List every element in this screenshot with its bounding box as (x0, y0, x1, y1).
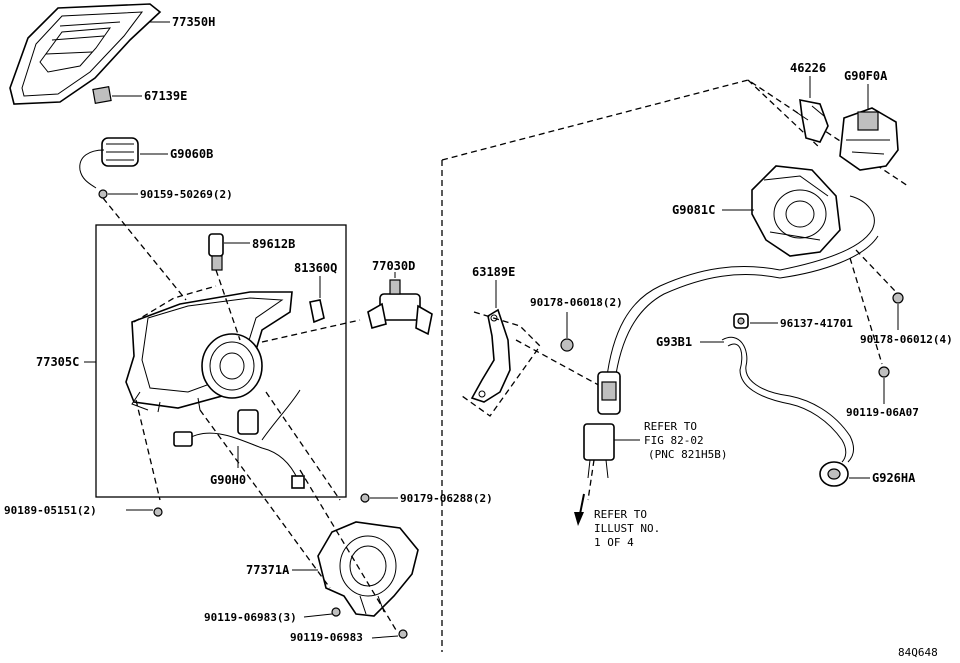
dashed-boundary (441, 79, 909, 187)
callout-90178-06012: 90178-06012(4) (860, 333, 953, 346)
clip-part (795, 98, 829, 143)
assembly-box (95, 224, 347, 498)
dashed-guide (215, 269, 241, 341)
screw-part (331, 607, 341, 617)
callout-90159-50269: 90159-50269(2) (140, 188, 233, 201)
dashed-guide (587, 459, 595, 501)
bracket-part (470, 308, 511, 403)
refer-fig-note-line2: FIG 82-02 (644, 434, 704, 447)
refer-illust-note-line3: 1 OF 4 (594, 536, 634, 549)
motor-unit-part (751, 165, 841, 257)
nut-part (892, 292, 904, 304)
callout-G926HA: G926HA (872, 471, 916, 485)
diagram-id: 84Q648 (898, 646, 938, 659)
dashed-guide (261, 319, 361, 343)
callout-G9081C: G9081C (672, 203, 715, 217)
dashed-guide (461, 311, 541, 417)
callout-G93B1: G93B1 (656, 335, 692, 349)
dashed-guide (265, 391, 341, 501)
callout-90119-06983: 90119-06983 (290, 631, 363, 644)
connector-part (79, 137, 139, 189)
callout-90178-06018: 90178-06018(2) (530, 296, 623, 309)
dashed-guide (849, 257, 883, 365)
dashed-guide (133, 285, 217, 501)
nut-part (560, 338, 574, 352)
actuator-part (839, 107, 899, 171)
nut-part (360, 493, 370, 503)
refer-connector-part (583, 423, 615, 479)
wire-harness-part (173, 389, 305, 489)
clip-part (309, 299, 325, 324)
clamp-part (819, 461, 849, 487)
callout-77030D: 77030D (372, 259, 415, 273)
screw-part (153, 507, 163, 517)
callout-77305C: 77305C (36, 355, 79, 369)
callout-81360Q: 81360Q (294, 261, 337, 275)
dashed-guide (299, 469, 397, 631)
callout-G90F0A: G90F0A (844, 69, 888, 83)
callout-63189E: 63189E (472, 265, 515, 279)
refer-illust-note-line2: ILLUST NO. (594, 522, 660, 535)
callout-G9060B: G9060B (170, 147, 213, 161)
callout-77371A: 77371A (246, 563, 290, 577)
callout-67139E: 67139E (144, 89, 187, 103)
dashed-guide (199, 409, 331, 589)
valve-part (733, 313, 749, 329)
callout-46226: 46226 (790, 61, 826, 75)
bracket-part (317, 521, 419, 617)
callout-89612B: 89612B (252, 237, 295, 251)
dashed-guide (855, 249, 897, 293)
refer-fig-note-line3: (PNC 821H5B) (648, 448, 727, 461)
screw-part (398, 629, 408, 639)
refer-illust-note-line1: REFER TO (594, 508, 647, 521)
callout-90189-05151: 90189-05151(2) (4, 504, 97, 517)
hose-assembly-part (597, 195, 879, 415)
bulb-part (208, 233, 224, 271)
hose-part (721, 337, 855, 463)
headlamp-cover-part (9, 3, 162, 105)
callout-G90H0: G90H0 (210, 473, 246, 487)
callout-90119-06983-3: 90119-06983(3) (204, 611, 297, 624)
callout-90119-06A07: 90119-06A07 (846, 406, 919, 419)
refer-fig-note-line1: REFER TO (644, 420, 697, 433)
pad-part (92, 86, 112, 104)
leader-line (371, 635, 399, 639)
dashed-guide (102, 197, 187, 301)
screw-part (878, 366, 890, 378)
leveling-motor-part (367, 279, 433, 336)
dashed-guide (515, 339, 605, 389)
callout-77350H: 77350H (172, 15, 215, 29)
arrow-down-icon (574, 493, 585, 526)
leader-line (303, 613, 333, 618)
screw-part (98, 189, 108, 199)
callout-90179-06288: 90179-06288(2) (400, 492, 493, 505)
headlamp-housing-part (125, 291, 293, 413)
callout-96137-41701: 96137-41701 (780, 317, 853, 330)
